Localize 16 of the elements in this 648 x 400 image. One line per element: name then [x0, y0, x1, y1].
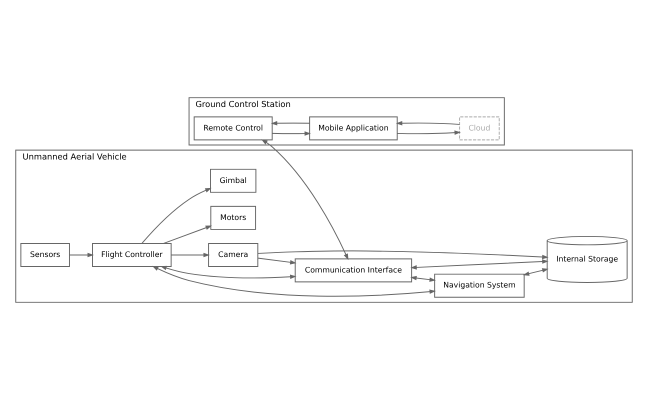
arrow [163, 226, 212, 244]
arrow [270, 121, 310, 126]
arrow [410, 276, 436, 282]
arrow [141, 188, 212, 244]
arrow [396, 130, 461, 135]
arrow [69, 252, 94, 258]
arrow [160, 266, 296, 279]
arrow [261, 139, 348, 260]
arrow [396, 120, 460, 126]
arrow [522, 268, 549, 276]
arrow [272, 131, 311, 136]
arrow [170, 252, 210, 258]
arrow [410, 259, 549, 270]
arrow [257, 258, 296, 264]
arrow [258, 250, 549, 260]
arrow [152, 266, 436, 297]
